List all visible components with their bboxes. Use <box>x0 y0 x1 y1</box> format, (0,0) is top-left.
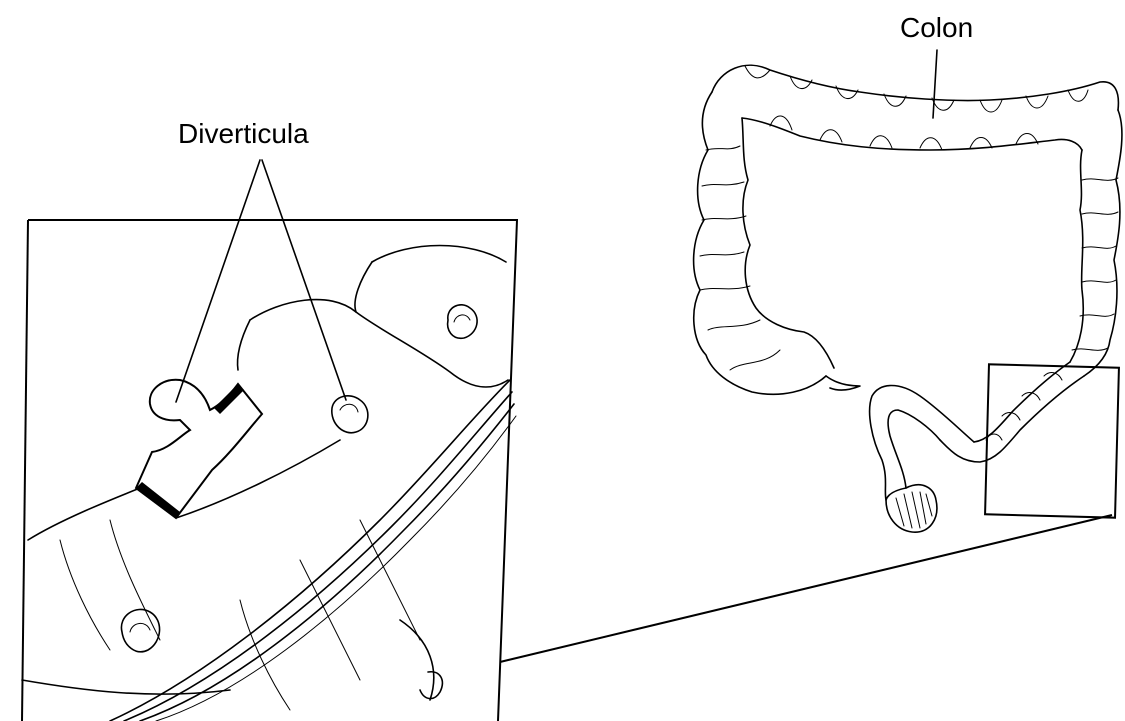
colon-label: Colon <box>900 12 973 43</box>
diverticulum-sac-middle <box>332 396 368 433</box>
diverticula-leader-line-left <box>176 160 260 402</box>
zoom-connector-line <box>500 515 1112 662</box>
diverticulum-sac-lower-left <box>121 609 159 651</box>
diverticulum-sac-upper-right <box>448 305 477 338</box>
diverticula-label: Diverticula <box>178 118 309 149</box>
colon-illustration <box>694 65 1122 532</box>
magnified-inset <box>22 220 517 721</box>
colon-leader-line <box>933 50 937 118</box>
zoom-region-box <box>985 364 1119 517</box>
diverticula-leader-line-right <box>262 160 346 400</box>
